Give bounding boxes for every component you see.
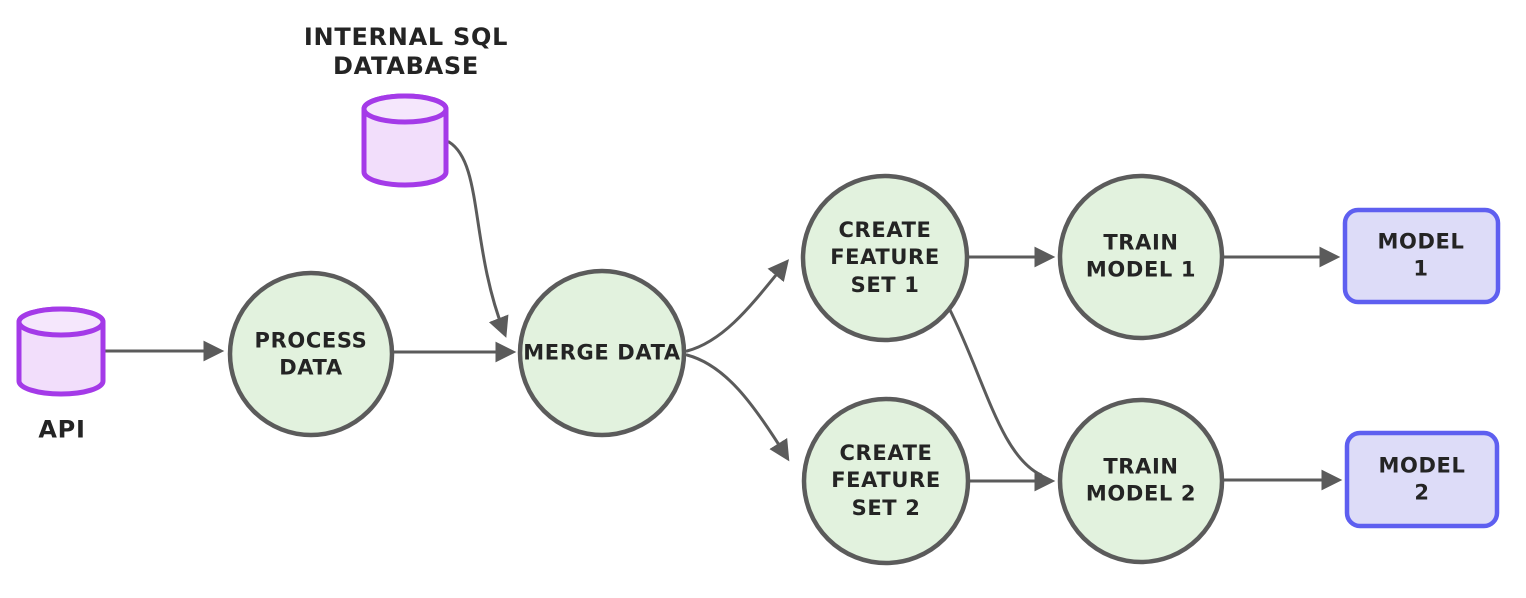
edge-create-feature-set-1-to-train-model-2 — [947, 306, 1043, 477]
node-create-feature-set-2 — [801, 396, 971, 566]
label-model-1: MODEL 1 — [1377, 229, 1465, 281]
label-process-data: PROCESS DATA — [254, 328, 368, 380]
edge-internal-sql-database-to-merge-data — [447, 140, 509, 338]
label-internal-sql-database: INTERNAL SQL DATABASE — [303, 23, 509, 80]
node-train-model-2 — [1057, 397, 1225, 565]
node-model-1 — [1342, 207, 1501, 305]
edge-merge-data-to-create-feature-set-2 — [685, 353, 790, 462]
label-train-model-2: TRAIN MODEL 2 — [1085, 454, 1197, 506]
node-create-feature-set-1 — [800, 173, 970, 343]
node-train-model-1 — [1057, 173, 1225, 341]
label-create-feature-set-2: CREATE FEATURE SET 2 — [831, 441, 941, 520]
label-create-feature-set-1: CREATE FEATURE SET 1 — [830, 218, 940, 297]
node-process-data — [227, 270, 395, 438]
node-api — [16, 306, 106, 397]
label-model-2: MODEL 2 — [1378, 453, 1466, 505]
edge-merge-data-to-create-feature-set-1 — [685, 259, 789, 353]
internal-sql-database-cylinder-rim — [361, 93, 449, 125]
node-model-2 — [1344, 430, 1500, 529]
label-api: API — [38, 415, 86, 444]
node-merge-data — [517, 268, 687, 438]
node-internal-sql-database — [361, 93, 449, 188]
api-cylinder-rim — [16, 306, 106, 338]
label-train-model-1: TRAIN MODEL 1 — [1085, 230, 1197, 282]
edges — [102, 140, 1343, 492]
label-merge-data: MERGE DATA — [523, 340, 681, 365]
